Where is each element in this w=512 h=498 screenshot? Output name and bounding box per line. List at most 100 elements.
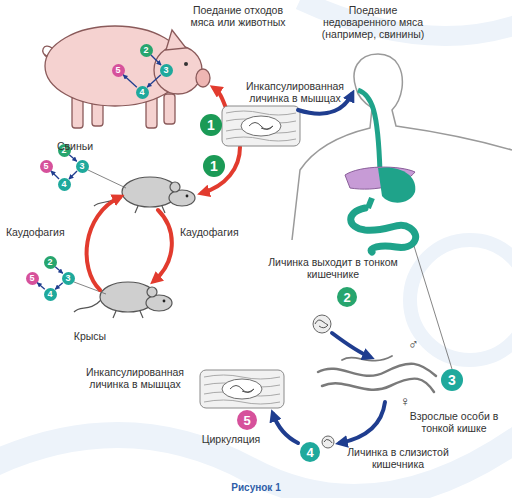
stage-label: Инкапсулированная личинка в мышцах: [236, 80, 354, 104]
callout-circle: 4: [300, 442, 320, 462]
muscle-cyst: [200, 370, 284, 408]
circle-fill: [200, 114, 222, 136]
callout-number: 2: [47, 258, 52, 267]
circle-fill: [300, 442, 320, 462]
larva-capsule: [313, 315, 331, 333]
stage-label: Циркуляция: [198, 433, 264, 445]
pig-head: [154, 46, 202, 94]
leader-line: [74, 282, 106, 294]
transmission-note: Поедание недоваренного мяса (например, с…: [318, 4, 428, 40]
circle-fill: [44, 256, 57, 269]
blue-arrow: [273, 414, 298, 443]
callout-number: 3: [65, 274, 70, 283]
leader-line: [88, 170, 126, 188]
red-arrow: [214, 88, 226, 108]
callout-number: 4: [139, 88, 144, 97]
stage-label: Взрослые особи в тонкой кишке: [398, 410, 510, 434]
circle-fill: [112, 64, 125, 77]
esophagus: [358, 90, 380, 172]
callout-circle: 3: [441, 369, 463, 391]
callout-circle: 5: [112, 64, 125, 77]
callout-circle: 2: [337, 287, 357, 307]
sex-symbol: ♂: [408, 336, 426, 352]
callout-number: 4: [306, 446, 313, 459]
circle-fill: [337, 287, 357, 307]
callout-circle: 3: [76, 160, 89, 173]
host-label: Свиньи: [45, 140, 105, 152]
callout-number: 3: [163, 66, 168, 75]
blue-arrow: [332, 333, 370, 357]
pig-eye: [184, 62, 188, 66]
watermark-ring: [410, 240, 512, 360]
cycle-arrows: [273, 333, 385, 443]
host-label: Крысы: [60, 330, 120, 342]
callout-circle: 2: [140, 44, 153, 57]
larva-capsule: [322, 436, 334, 448]
red-arrow: [202, 147, 240, 193]
rat-illustration: [74, 282, 172, 318]
callout-number: 5: [29, 274, 34, 283]
callout-number: 5: [43, 162, 48, 171]
step-arrow: [147, 75, 161, 88]
larva-illustration: [313, 315, 331, 333]
callout-circle: 3: [160, 64, 173, 77]
stage-label: Личинка выходит в тонком кишечнике: [268, 256, 398, 280]
rat-eye: [186, 195, 189, 198]
circle-fill: [203, 155, 225, 177]
rat-ear: [147, 287, 157, 297]
female-worm: [318, 364, 436, 376]
red-arrow: [87, 197, 120, 290]
stage-label: Личинка в слизистой кишечника: [338, 446, 458, 470]
adult-worms: [318, 356, 436, 392]
rat-ear: [170, 182, 180, 192]
larva-coil: [315, 320, 328, 328]
callout-number: 5: [243, 414, 250, 427]
muscle-cyst: [222, 106, 300, 146]
small-intestine: [351, 208, 416, 252]
rat-legs: [113, 311, 143, 318]
rat-body: [122, 177, 178, 207]
sex-symbol: ♀: [400, 393, 418, 409]
callout-circle: 3: [62, 272, 75, 285]
small-intestine: [368, 198, 372, 208]
callout-circle: 4: [58, 178, 71, 191]
figure-caption: Рисунок 1: [0, 482, 512, 493]
circle-fill: [441, 369, 463, 391]
pig-ear: [166, 30, 186, 50]
rat-illustration: [94, 177, 195, 213]
rat-eye: [163, 300, 166, 303]
callout-number: 3: [448, 373, 456, 387]
callout-circle: 5: [26, 272, 39, 285]
rat-head: [169, 190, 195, 206]
callout-circle: 1: [203, 155, 225, 177]
callout-number: 5: [115, 66, 120, 75]
muscle-fibers: [226, 111, 296, 141]
rat-head: [146, 295, 172, 311]
transmission-label: Каудофагия: [180, 226, 250, 238]
callout-number: 3: [79, 162, 84, 171]
larva-coil: [249, 123, 273, 130]
rat-tail: [74, 300, 101, 312]
pig-body: [45, 26, 185, 106]
transmission-label: Каудофагия: [6, 226, 76, 238]
cyst: [222, 379, 262, 399]
pig-illustration: [43, 26, 210, 128]
circle-fill: [140, 44, 153, 57]
circle-fill: [40, 160, 53, 173]
transmission-arrows: [87, 88, 240, 290]
step-arrow: [151, 55, 161, 65]
callout-circle: 4: [44, 288, 57, 301]
circle-fill: [76, 160, 89, 173]
callout-circle: 4: [136, 86, 149, 99]
transmission-note: Поедание отходов мяса или животных: [190, 4, 286, 28]
blue-arrow: [340, 402, 385, 443]
step-arrow: [55, 267, 63, 274]
step-arrow: [69, 155, 77, 162]
callout-number: 2: [143, 46, 148, 55]
muscle-tissue: [200, 370, 284, 408]
larva-illustration: [322, 436, 334, 448]
circle-fill: [26, 272, 39, 285]
leader-line: [414, 246, 452, 369]
callout-number: 4: [61, 180, 66, 189]
callout-circle: 1: [200, 114, 222, 136]
